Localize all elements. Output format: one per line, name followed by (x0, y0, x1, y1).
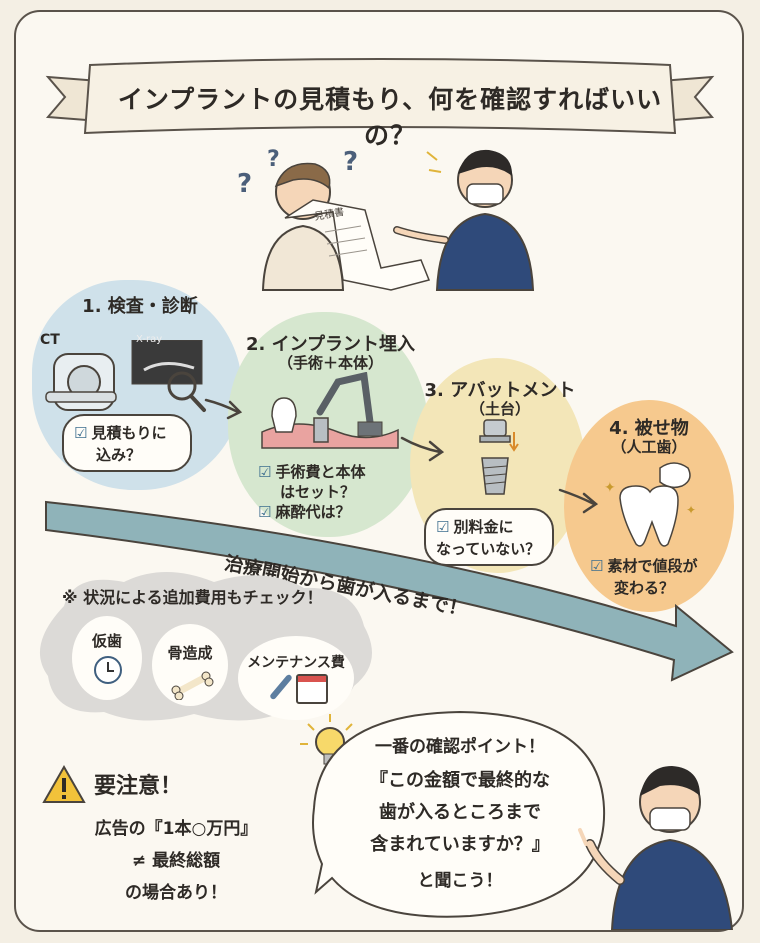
svg-text:✦: ✦ (604, 480, 616, 496)
checkbox-icon: ☑ (258, 463, 272, 481)
step4-check1: ☑素材で値段が (590, 557, 698, 575)
key-point-line1: 一番の確認ポイント！ (375, 737, 545, 757)
step3-check-bubble: ☑別料金に なっていない？ (424, 508, 554, 566)
svg-text:?: ? (267, 147, 280, 172)
checkbox-icon: ☑ (258, 503, 272, 521)
bone-icon (171, 671, 214, 700)
abutment-illustration (479, 419, 519, 495)
key-point-bubble (312, 710, 606, 918)
calendar-icon (296, 674, 328, 704)
extra-item-label: 骨造成 (167, 644, 213, 662)
key-point-line5: と聞こう！ (417, 871, 503, 891)
doctor-illustration (578, 766, 734, 930)
extra-costs-note: ※ 状況による追加費用もチェック！ (62, 588, 323, 607)
key-point-line4: 含まれていますか？』 (370, 834, 550, 855)
step4-check1b: 変わる？ (614, 579, 675, 597)
crown-tooth-illustration: ✦ ✦ (604, 462, 696, 547)
svg-text:?: ? (237, 169, 252, 199)
key-point-line3: 歯が入るところまで (379, 802, 541, 823)
step3-title: 3. アバットメント (424, 380, 576, 401)
checkbox-icon: ☑ (436, 518, 450, 536)
page-title: インプラントの見積もり、何を確認すればいいの？ (117, 85, 663, 150)
implant-surgery-illustration (261, 372, 399, 449)
warning-title: 要注意！ (94, 774, 183, 799)
step3-subtitle: （土台） (469, 400, 530, 418)
clock-icon (94, 656, 122, 684)
step4-subtitle: （人工歯） (611, 438, 687, 456)
svg-text:✦: ✦ (686, 503, 696, 517)
warning-line3: の場合あり！ (125, 883, 227, 903)
checkbox-icon: ☑ (74, 424, 88, 442)
extra-item-label: メンテナンス費 (247, 655, 345, 671)
step4-title: 4. 被せ物 (609, 418, 689, 439)
patient-doctor-illustration: ? ? ? 見積書 (237, 147, 535, 291)
step1-title: 1. 検査・診断 (82, 296, 198, 317)
ct-label: CT (40, 332, 60, 348)
step2-title: 2. インプラント埋入 (245, 334, 416, 355)
ct-scanner-illustration (45, 340, 206, 412)
warning-line2: ≠ 最終総額 (131, 851, 221, 871)
extra-item-bone-graft (152, 624, 228, 706)
step1-check-bubble: ☑見積もりに 込み？ (62, 414, 192, 472)
step2-check1: ☑手術費と本体 (258, 463, 366, 481)
step2-subtitle: （手術＋本体） (277, 354, 383, 372)
svg-text:?: ? (343, 147, 358, 177)
extra-item-label: 仮歯 (91, 632, 122, 650)
checkbox-icon: ☑ (590, 557, 604, 575)
warning-icon (42, 764, 86, 803)
step2-check2: ☑麻酔代は？ (258, 503, 351, 521)
title-banner (45, 58, 715, 135)
step2-check1b: はセット？ (280, 483, 356, 501)
xray-label: X-ray (136, 334, 163, 345)
key-point-line2: 『この金額で最終的な (370, 770, 550, 791)
warning-line1: 広告の『1本○万円』 (94, 819, 258, 839)
